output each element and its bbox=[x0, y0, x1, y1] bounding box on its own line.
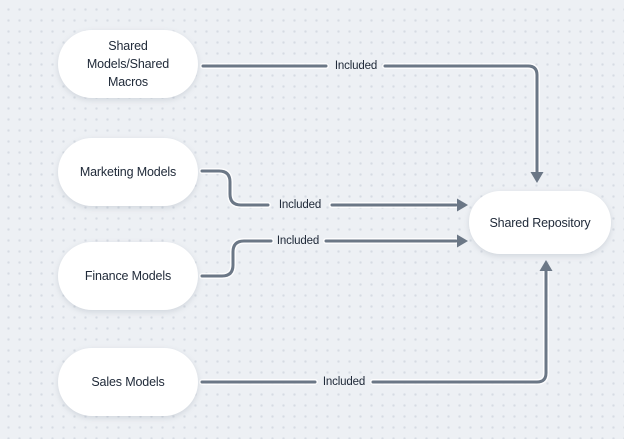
node-shared-repository[interactable]: Shared Repository bbox=[469, 191, 611, 254]
arrowhead-right-icon bbox=[457, 198, 468, 212]
connector-finance-to-repository[interactable] bbox=[200, 234, 468, 278]
node-marketing-models[interactable]: Marketing Models bbox=[58, 138, 198, 206]
arrowhead-right-icon bbox=[457, 234, 468, 248]
connector-marketing-to-repository[interactable] bbox=[200, 169, 468, 212]
arrowhead-up-icon bbox=[539, 260, 553, 271]
connector-casing bbox=[199, 238, 459, 279]
connector-casing bbox=[200, 63, 540, 175]
node-label: Marketing Models bbox=[79, 165, 177, 179]
connector-casing bbox=[199, 168, 459, 208]
node-label: Finance Models bbox=[84, 269, 172, 283]
node-sales-models[interactable]: Sales Models bbox=[58, 348, 198, 416]
node-label: Shared Repository bbox=[489, 215, 591, 230]
edge-label-included[interactable]: Included bbox=[322, 376, 366, 388]
connector-line bbox=[200, 239, 458, 278]
edge-label-included[interactable]: Included bbox=[276, 235, 320, 247]
node-shared-models-shared-macros[interactable]: Shared Models/Shared Macros bbox=[58, 30, 198, 98]
connector-casing bbox=[199, 268, 549, 385]
edge-label-included[interactable]: Included bbox=[278, 199, 322, 211]
connector-line bbox=[200, 269, 548, 384]
connector-line bbox=[200, 169, 458, 207]
edge-label-included[interactable]: Included bbox=[334, 60, 378, 72]
node-label: Shared Models/Shared Macros bbox=[86, 39, 170, 89]
node-label: Sales Models bbox=[91, 375, 165, 389]
connector-shared-models-to-repository[interactable] bbox=[201, 64, 544, 183]
node-finance-models[interactable]: Finance Models bbox=[58, 242, 198, 310]
arrowhead-down-icon bbox=[530, 172, 544, 183]
connector-sales-to-repository[interactable] bbox=[200, 260, 553, 384]
connector-line bbox=[201, 64, 539, 174]
